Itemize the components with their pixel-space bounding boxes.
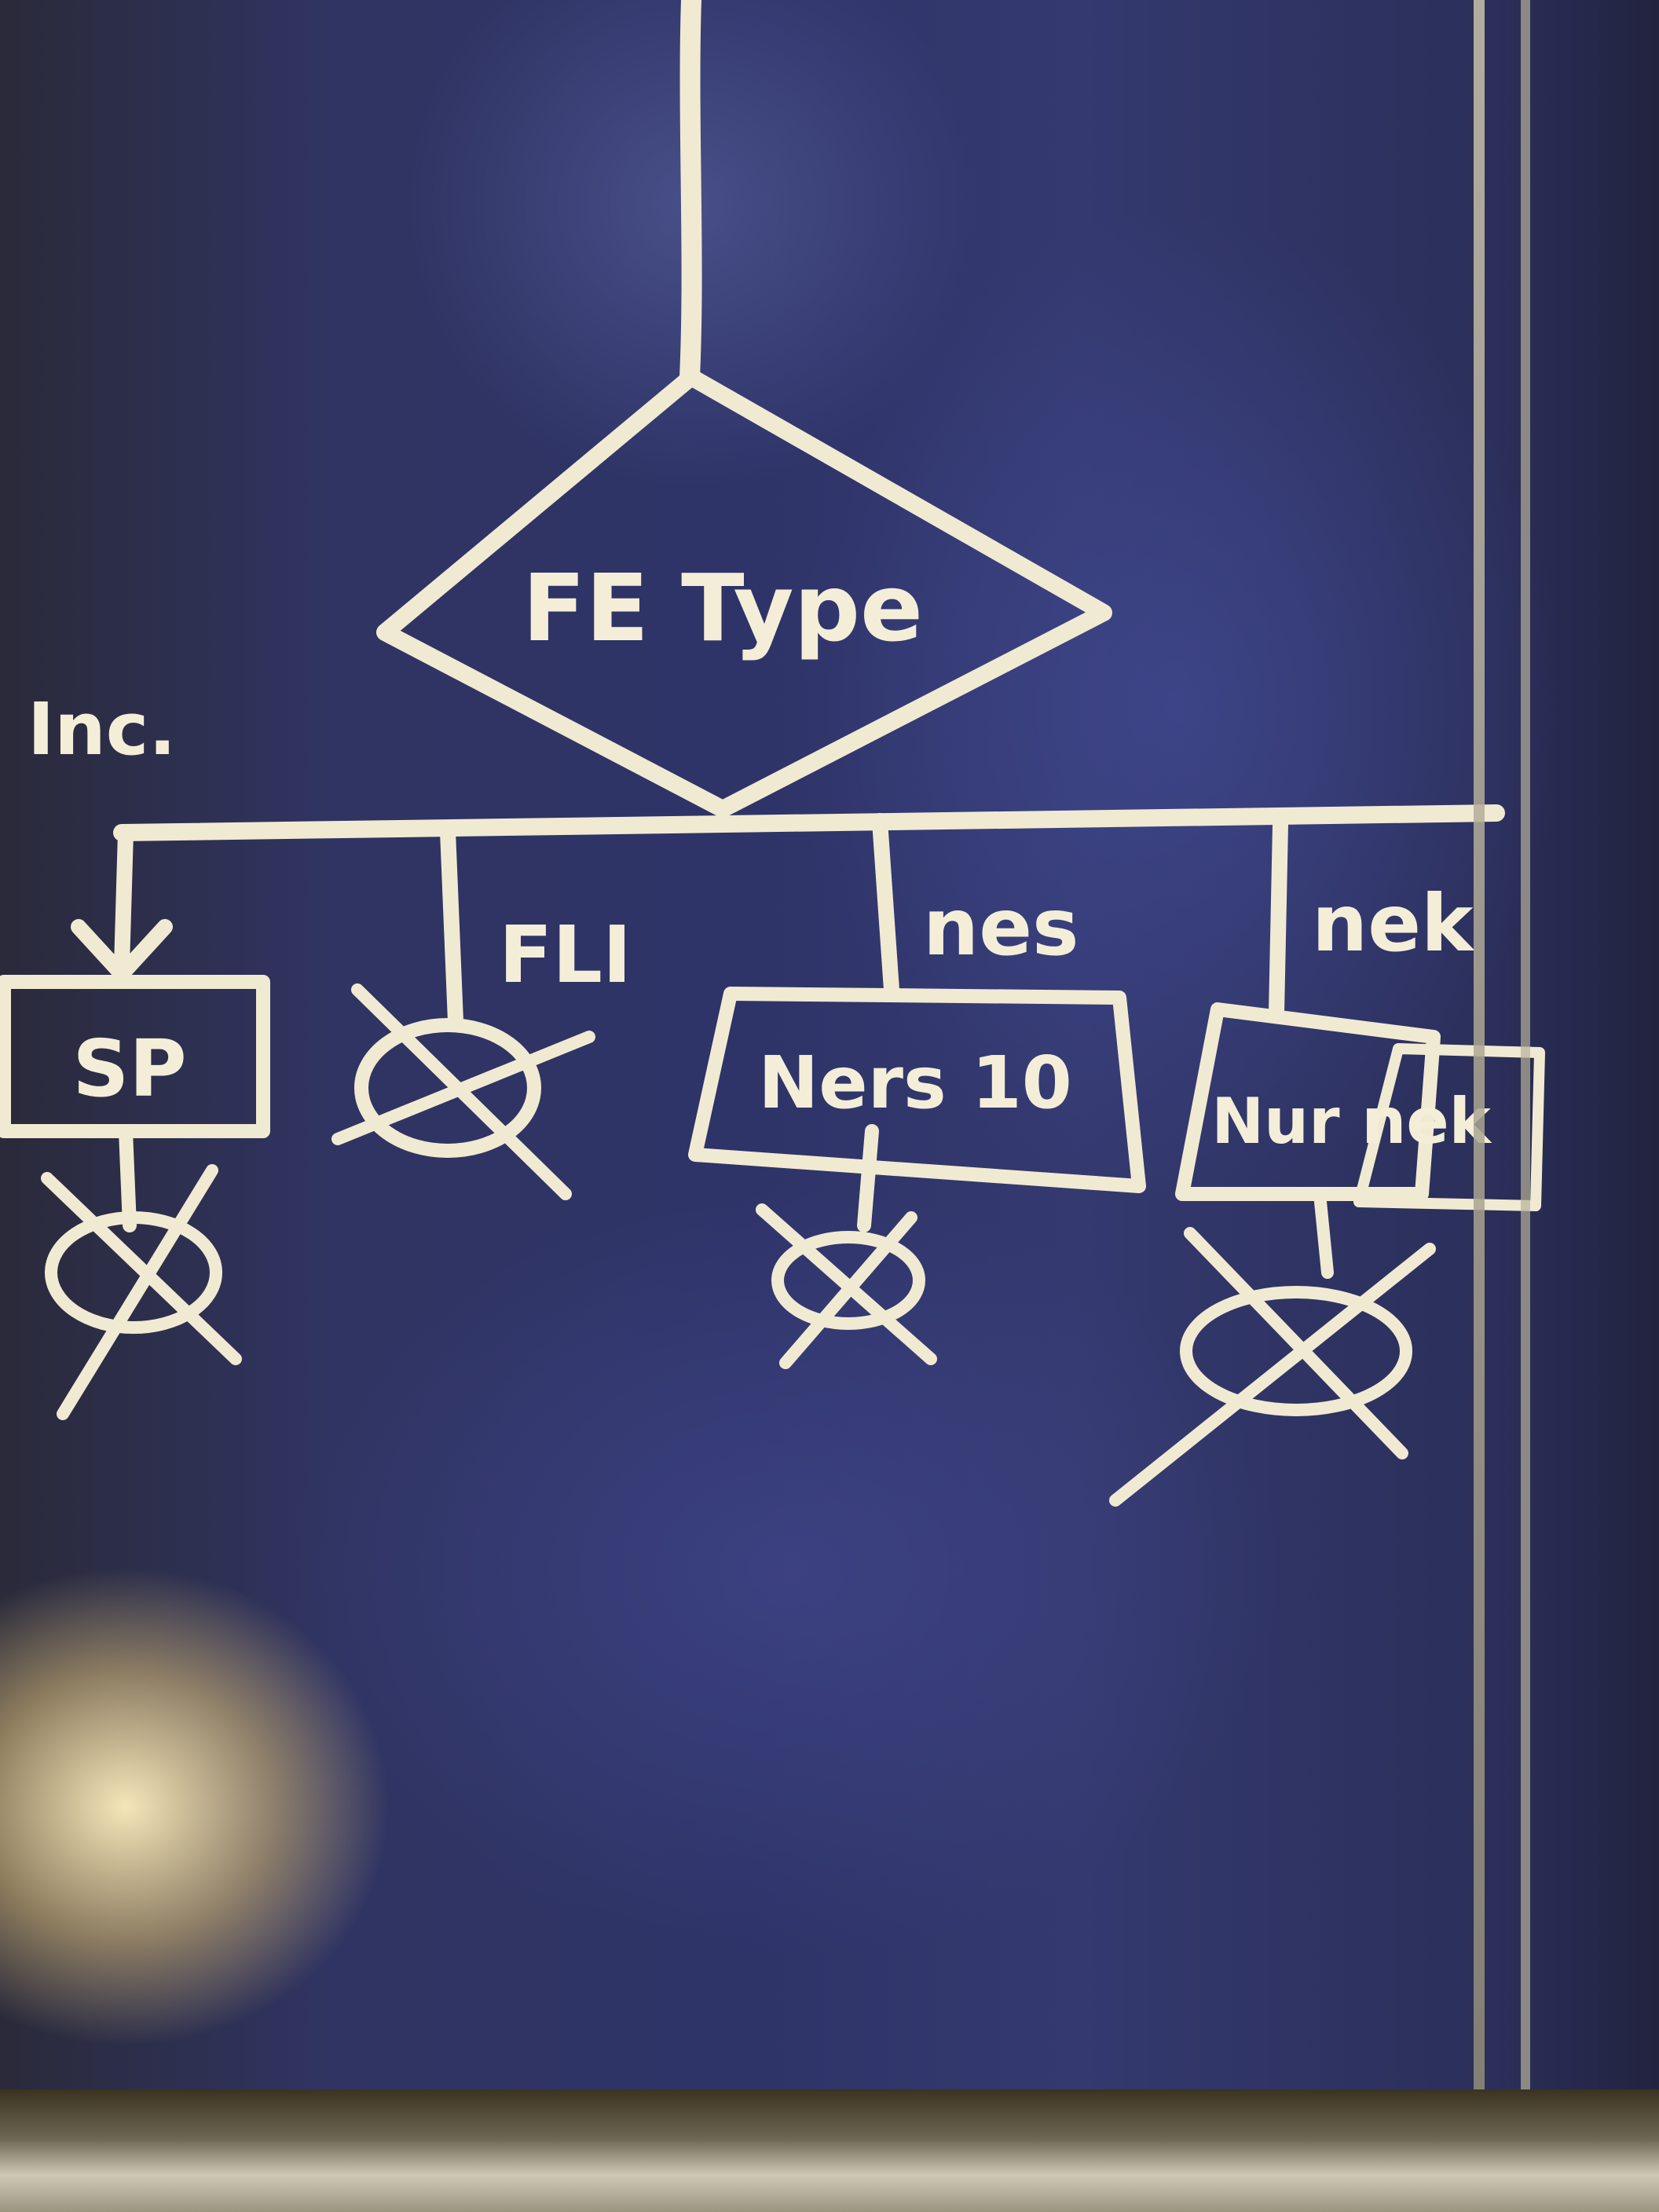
process-box [0, 975, 270, 1138]
edge-label: FLI [499, 909, 632, 1001]
window-frame-right-inner [1521, 0, 1530, 2212]
cross-out-mark [1109, 1227, 1436, 1507]
window-frame-right [1474, 0, 1485, 2212]
process-box [688, 987, 1146, 1193]
process-box-overlay [1353, 1043, 1545, 1211]
branch-connector [440, 823, 463, 1029]
cross-out-mark [41, 1164, 242, 1420]
decision-label: FE Type [522, 554, 923, 662]
process-label: SP [72, 1023, 186, 1115]
decision-diamond [376, 368, 1112, 818]
window-frame-bottom [0, 2089, 1659, 2212]
branch-sp: SP [0, 825, 270, 1420]
edge-label: nes [923, 881, 1079, 973]
branch-connector [1269, 817, 1288, 1021]
branch-connector [857, 1124, 879, 1232]
terminator-circle [1180, 1286, 1412, 1416]
branch-connector [1313, 1188, 1334, 1279]
terminator-circle [771, 1231, 925, 1330]
branch-connector [872, 813, 899, 998]
branch-bus-line [113, 804, 1505, 841]
incoming-connector [679, 0, 702, 387]
side-note-text: Inc. [27, 687, 176, 771]
branch-connector [119, 1124, 137, 1232]
terminator-circle [354, 1018, 541, 1158]
process-label: Ners 10 [758, 1041, 1072, 1125]
arrow-head [71, 919, 173, 982]
terminator-circle [45, 1211, 222, 1334]
branch-connector [114, 825, 134, 974]
process-box [1175, 1002, 1441, 1201]
branch-nek: nek Nur nek [1109, 817, 1545, 1507]
cross-out-mark [756, 1203, 937, 1369]
branch-nes: nes Ners 10 [688, 813, 1146, 1369]
cross-out-mark [331, 983, 595, 1200]
process-label: Nur nek [1211, 1085, 1492, 1158]
edge-label: nek [1312, 877, 1475, 969]
branch-fli: FLI [331, 823, 632, 1200]
